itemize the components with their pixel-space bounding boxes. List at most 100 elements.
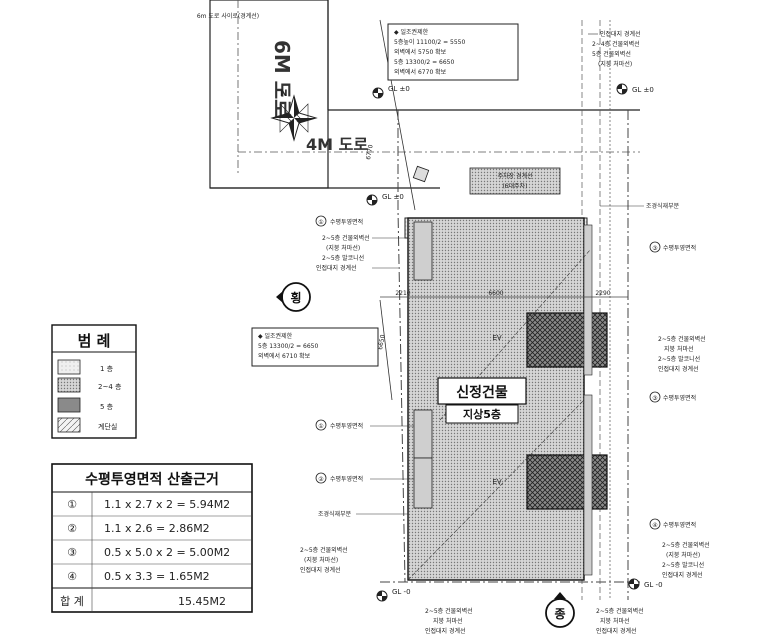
svg-text:인접대지 경계선: 인접대지 경계선 — [596, 627, 637, 635]
table-row: ② 1.1 x 2.6 = 2.86M2 — [67, 522, 210, 535]
gl-marker-icon — [628, 578, 640, 590]
svg-text:지붕 처마선: 지붕 처마선 — [664, 345, 694, 353]
svg-text:합 계: 합 계 — [60, 595, 84, 608]
area-calculation-table: 수평투영면적 산출근거 ① 1.1 x 2.7 x 2 = 5.94M2 ② 1… — [51, 463, 253, 613]
table-row: ④ 0.5 x 3.3 = 1.65M2 — [67, 570, 210, 583]
north-arrow-icon: N — [270, 89, 318, 142]
svg-text:◆ 일조권제한: ◆ 일조권제한 — [394, 28, 429, 36]
svg-text:횡: 횡 — [290, 290, 301, 305]
parking-label: 주차장 경계선 — [497, 172, 532, 180]
svg-text:인접대지 경계선: 인접대지 경계선 — [300, 566, 341, 574]
gl-markers: GL ±0 GL ±0 GL ±0 GL -0 GL -0 — [366, 83, 663, 602]
ev-label-top: EV — [492, 334, 501, 342]
svg-text:(지붕 처마선): (지붕 처마선) — [598, 60, 632, 68]
svg-text:2~4 층: 2~4 층 — [98, 382, 122, 391]
gl-text-5: GL -0 — [644, 581, 663, 589]
svg-text:인접대지 경계선: 인접대지 경계선 — [425, 627, 466, 635]
svg-text:계단실: 계단실 — [98, 422, 117, 431]
svg-text:지붕 처마선: 지붕 처마선 — [600, 617, 630, 625]
svg-text:2~5층 건물외벽선: 2~5층 건물외벽선 — [300, 546, 348, 554]
dim-2290: 2290 — [595, 290, 610, 297]
legend-swatch-3 — [57, 397, 81, 413]
gl-text-4: GL -0 — [392, 588, 411, 596]
leader-labels-right: 조경식재부분 ③ 수평투영면적 2~5층 건물외벽선 지붕 처마선 2~5층 발… — [600, 202, 710, 579]
svg-text:(지붕 처마선): (지붕 처마선) — [326, 244, 360, 252]
svg-text:외벽에서 5750 확보: 외벽에서 5750 확보 — [394, 48, 447, 56]
gl-text-1: GL ±0 — [388, 85, 410, 93]
svg-text:1.1 x 2.6 = 2.86M2: 1.1 x 2.6 = 2.86M2 — [104, 522, 210, 535]
svg-text:2~5층 건물외벽선: 2~5층 건물외벽선 — [658, 335, 706, 343]
svg-text:①: ① — [318, 219, 323, 226]
svg-text:5 층: 5 층 — [100, 402, 114, 411]
svg-text:(지붕 처마선): (지붕 처마선) — [304, 556, 338, 564]
svg-text:2~5층 건물외벽선: 2~5층 건물외벽선 — [425, 607, 473, 615]
legend-swatch-2 — [57, 377, 81, 393]
section-marker-horizontal: 횡 — [276, 282, 311, 312]
stair-bottom — [526, 454, 608, 510]
dim-6600: 6600 — [488, 290, 503, 297]
sunlight-note-top: ◆ 일조권제한 5층높이 11100/2 = 5550 외벽에서 5750 확보… — [387, 23, 519, 81]
svg-text:③: ③ — [652, 245, 657, 252]
leader-labels-bottom: 2~5층 건물외벽선 지붕 처마선 인접대지 경계선 2~5층 건물외벽선 지붕… — [425, 607, 644, 635]
svg-text:인접대지 경계선: 인접대지 경계선 — [316, 264, 357, 272]
gl-text-2: GL ±0 — [632, 86, 654, 94]
projection-2 — [413, 457, 433, 509]
svg-text:①: ① — [318, 423, 323, 430]
svg-text:0.5 x 3.3 = 1.65M2: 0.5 x 3.3 = 1.65M2 — [104, 570, 210, 583]
stair-top — [526, 312, 608, 368]
legend: 범 례 1 층 2~4 층 5 층 계단실 — [51, 324, 137, 439]
legend-swatch-1 — [57, 359, 81, 375]
legend-row: 2~4 층 — [57, 377, 122, 393]
sunlight-note-mid: ◆ 일조권제한 5층 13300/2 = 6650 외벽에서 6710 확보 — [251, 327, 379, 367]
legend-row: 계단실 — [57, 417, 117, 433]
table-total-row: 합 계 15.45M2 — [60, 595, 226, 608]
svg-text:①: ① — [67, 498, 77, 511]
road-6m-label: 6M 도로 — [270, 40, 294, 118]
svg-text:수평투영면적: 수평투영면적 — [330, 422, 363, 430]
svg-text:④: ④ — [67, 570, 77, 583]
svg-text:인접대지 경계선: 인접대지 경계선 — [662, 571, 703, 579]
svg-text:수평투영면적: 수평투영면적 — [663, 394, 696, 402]
ev-label-bottom: EV — [492, 478, 501, 486]
svg-text:외벽에서 6710 확보: 외벽에서 6710 확보 — [258, 352, 311, 360]
svg-text:인접대지 경계선: 인접대지 경계선 — [600, 30, 641, 38]
table-row: ① 1.1 x 2.7 x 2 = 5.94M2 — [67, 498, 230, 511]
svg-text:5층 건물외벽선: 5층 건물외벽선 — [592, 50, 631, 58]
svg-text:2~5층 건물외벽선: 2~5층 건물외벽선 — [596, 607, 644, 615]
svg-text:5층 13300/2 = 6650: 5층 13300/2 = 6650 — [394, 58, 454, 66]
parking-label-2: (6대주차) — [502, 182, 527, 190]
building-name: 신정건물 — [456, 384, 508, 401]
gl-marker-icon — [616, 83, 628, 95]
svg-text:(지붕 처마선): (지붕 처마선) — [666, 551, 700, 559]
parking-area — [469, 167, 561, 195]
svg-text:②: ② — [67, 522, 77, 535]
svg-text:2~5층 건물외벽선: 2~5층 건물외벽선 — [662, 541, 710, 549]
leader-labels-top-right: 인접대지 경계선 2~4층 건물외벽선 5층 건물외벽선 (지붕 처마선) — [588, 30, 641, 68]
road-4m-label: 4M 도로 — [306, 135, 368, 154]
svg-text:수평투영면적: 수평투영면적 — [330, 475, 363, 483]
svg-text:5층 13300/2 = 6650: 5층 13300/2 = 6650 — [258, 342, 318, 350]
gl-text-3: GL ±0 — [382, 193, 404, 201]
svg-text:수평투영면적: 수평투영면적 — [330, 218, 363, 226]
svg-text:조경식재부분: 조경식재부분 — [646, 202, 680, 210]
road-6m-boundary — [209, 0, 329, 189]
svg-text:2~5층 발코니선: 2~5층 발코니선 — [322, 254, 364, 262]
building-floors: 지상5층 — [463, 407, 501, 421]
gl-marker-icon — [366, 194, 378, 206]
legend-swatch-4 — [57, 417, 81, 433]
road-note: 6m 도로 사이로(경계선) — [197, 12, 259, 20]
dimensions: 2210 6600 2290 6770 6650 — [365, 144, 628, 350]
svg-text:인접대지 경계선: 인접대지 경계선 — [658, 365, 699, 373]
legend-row: 5 층 — [57, 397, 114, 413]
gl-marker-icon — [372, 87, 384, 99]
svg-text:지붕 처마선: 지붕 처마선 — [433, 617, 463, 625]
svg-text:③: ③ — [652, 395, 657, 402]
svg-text:③: ③ — [67, 546, 77, 559]
building-name-box: 신정건물 지상5층 — [437, 377, 527, 424]
projection-1-top — [413, 221, 433, 281]
leader-labels-left: ① 수평투영면적 2~5층 건물외벽선 (지붕 처마선) 2~5층 발코니선 인… — [300, 215, 414, 574]
svg-text:조경식재부분: 조경식재부분 — [318, 510, 352, 518]
svg-text:종: 종 — [554, 607, 565, 621]
svg-text:2~5층 발코니선: 2~5층 발코니선 — [658, 355, 700, 363]
